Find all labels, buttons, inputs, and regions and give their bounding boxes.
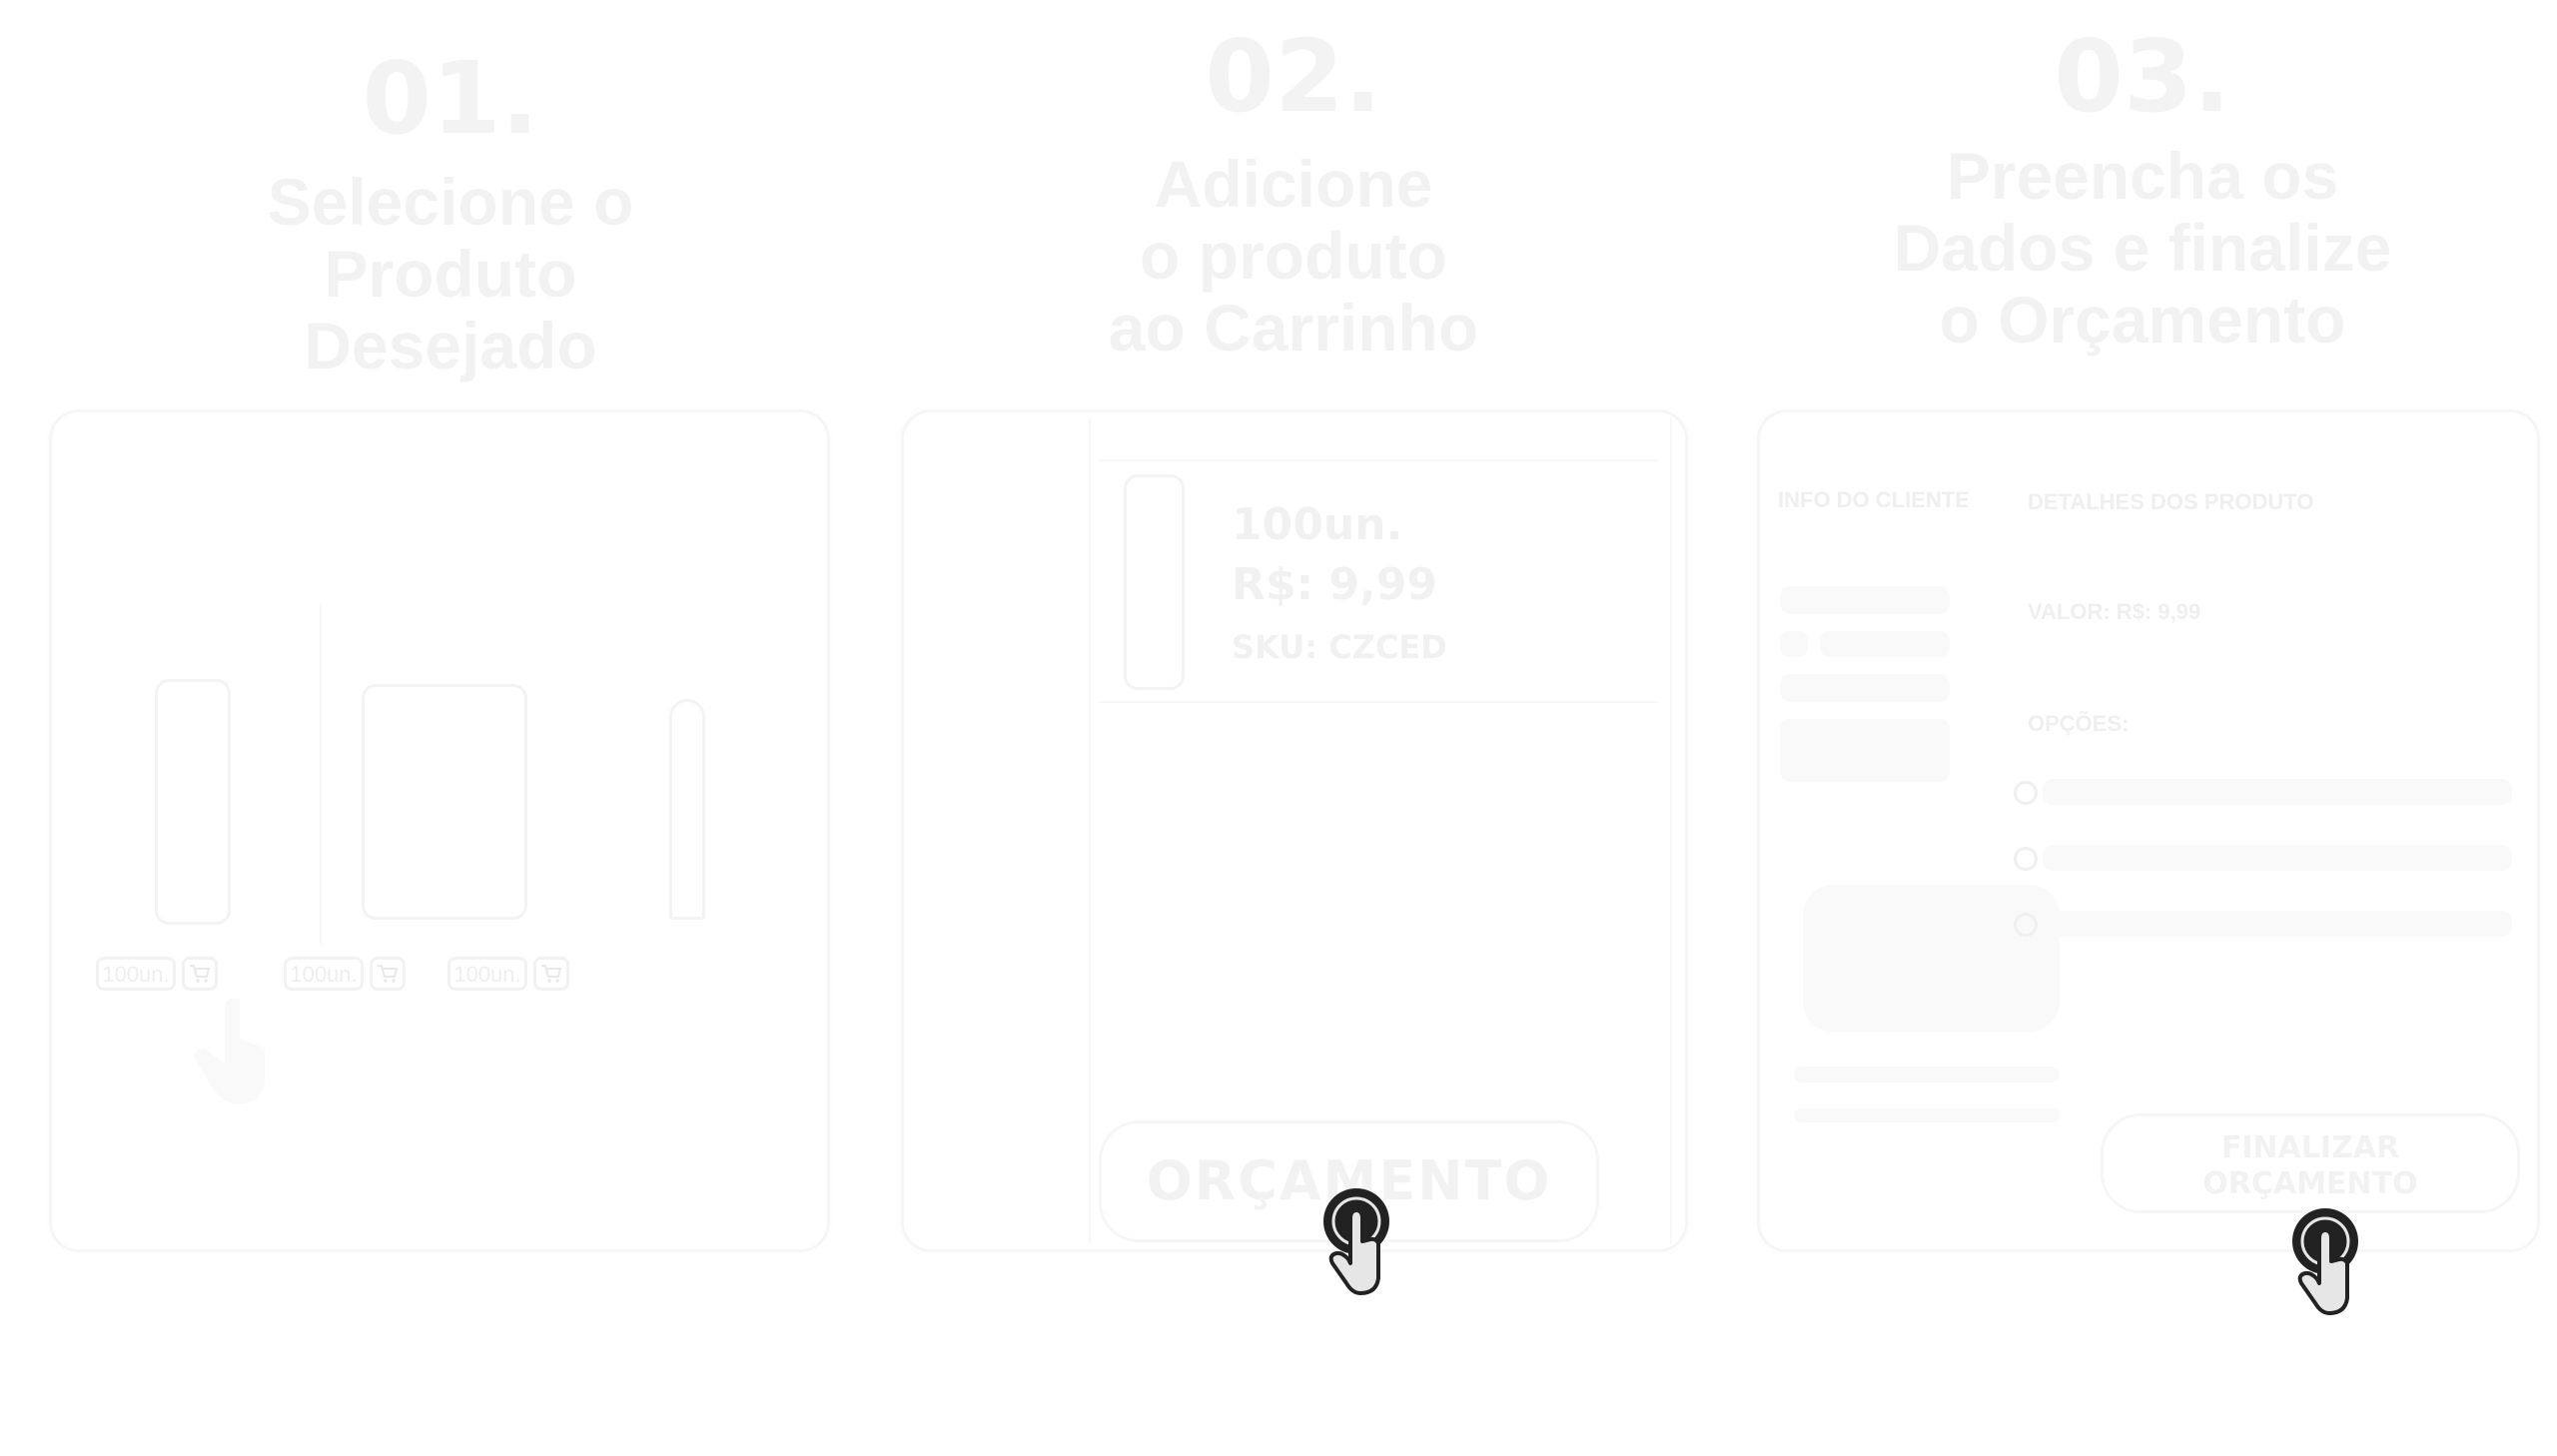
cart-icon (190, 965, 211, 983)
step-3-number: 03. (2054, 18, 2231, 135)
step-2-title-line: Adicione (1154, 147, 1433, 221)
step-3-title-line: Dados e finalize (1893, 211, 2392, 285)
product-image[interactable] (669, 699, 705, 920)
value-label: VALOR: R$: 9,99 (2028, 599, 2201, 624)
message-field[interactable] (1780, 719, 1950, 782)
client-info-heading: INFO DO CLIENTE (1778, 487, 1970, 512)
divider (1099, 701, 1658, 703)
option-bar[interactable] (2043, 845, 2512, 871)
step-2-title-line: o produto (1140, 219, 1447, 293)
product-image[interactable] (155, 679, 231, 925)
step-3-title: Preencha os Dados e finalize o Orçamento (1793, 140, 2492, 356)
click-cursor-icon (2292, 1208, 2358, 1315)
finalize-button-line: ORÇAMENTO (2202, 1166, 2418, 1201)
divider (320, 604, 322, 944)
product-details-heading: DETALHES DOS PRODUTO (2028, 489, 2314, 514)
step-1-number: 01. (362, 40, 539, 157)
step-2-title-line: ao Carrinho (1108, 291, 1479, 364)
step-2-panel (901, 409, 1688, 1252)
cart-icon (541, 965, 562, 983)
text-line (1794, 1108, 2060, 1122)
step-1-title-line: Desejado (304, 309, 597, 382)
quantity-box[interactable]: 100un. (284, 957, 364, 991)
step-3-title-line: o Orçamento (1939, 283, 2346, 357)
divider (1099, 459, 1658, 461)
cart-product-image (1124, 474, 1185, 690)
option-bar[interactable] (2043, 779, 2512, 805)
quantity-box[interactable]: 100un. (447, 957, 527, 991)
email-field[interactable] (1780, 674, 1950, 702)
step-1-title-line: Selecione o (267, 165, 634, 239)
add-to-cart-button[interactable] (370, 957, 406, 991)
step-3-title-line: Preencha os (1946, 139, 2339, 213)
phone-field[interactable] (1820, 631, 1950, 657)
click-cursor-icon (1323, 1188, 1389, 1295)
add-to-cart-button[interactable] (533, 957, 569, 991)
option-bar[interactable] (2043, 911, 2512, 937)
step-1-panel (49, 409, 830, 1252)
ddd-field[interactable] (1780, 631, 1808, 657)
step-2-title: Adicione o produto ao Carrinho (944, 148, 1643, 364)
finalize-quote-button[interactable]: FINALIZAR ORÇAMENTO (2101, 1113, 2520, 1213)
option-radio[interactable] (2014, 847, 2038, 871)
upload-box[interactable] (1803, 885, 2060, 1032)
step-2-number: 02. (1205, 18, 1382, 135)
finalize-button-line: FINALIZAR (2220, 1130, 2400, 1165)
step-1-title: Selecione o Produto Desejado (101, 166, 800, 381)
add-to-cart-button[interactable] (182, 957, 218, 991)
cart-quantity: 100un. (1232, 499, 1403, 550)
hand-cursor-icon (194, 999, 265, 1104)
product-image[interactable] (362, 684, 527, 920)
options-label: OPÇÕES: (2028, 711, 2130, 736)
quantity-box[interactable]: 100un. (96, 957, 176, 991)
cart-drawer (1089, 417, 1672, 1244)
name-field[interactable] (1780, 586, 1950, 614)
step-3-panel (1757, 409, 2540, 1252)
cart-sku: SKU: CZCED (1232, 628, 1447, 666)
option-radio[interactable] (2014, 913, 2038, 937)
cart-price: R$: 9,99 (1232, 559, 1437, 610)
text-line (1794, 1067, 2060, 1083)
cart-icon (378, 965, 399, 983)
option-radio[interactable] (2014, 781, 2038, 805)
step-1-title-line: Produto (324, 237, 577, 311)
